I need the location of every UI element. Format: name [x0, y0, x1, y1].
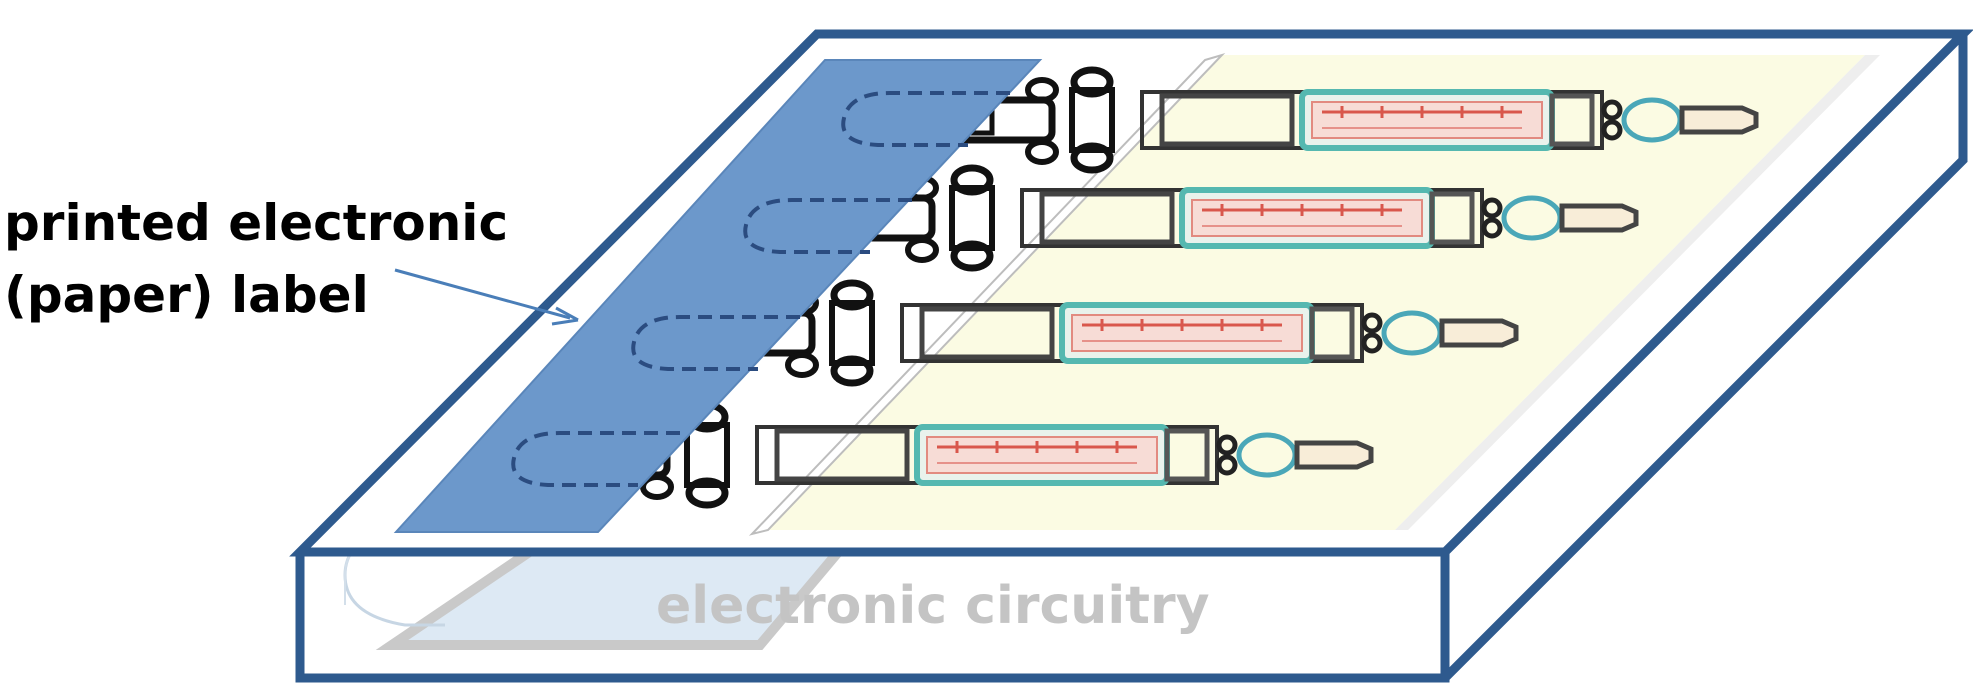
divider-strip — [748, 52, 1226, 536]
label-dashed-outlines — [511, 91, 1010, 487]
tray-outline — [289, 29, 1973, 683]
label-pointer-arrow — [394, 268, 579, 326]
label-title-line1: printed electronic — [4, 194, 508, 252]
paper-label — [393, 59, 1043, 533]
label-title-line2: (paper) label — [4, 266, 369, 324]
tray-right-face — [1445, 40, 1963, 678]
circuitry-label: electronic circuitry — [656, 576, 1210, 636]
cream-area — [768, 55, 1865, 530]
